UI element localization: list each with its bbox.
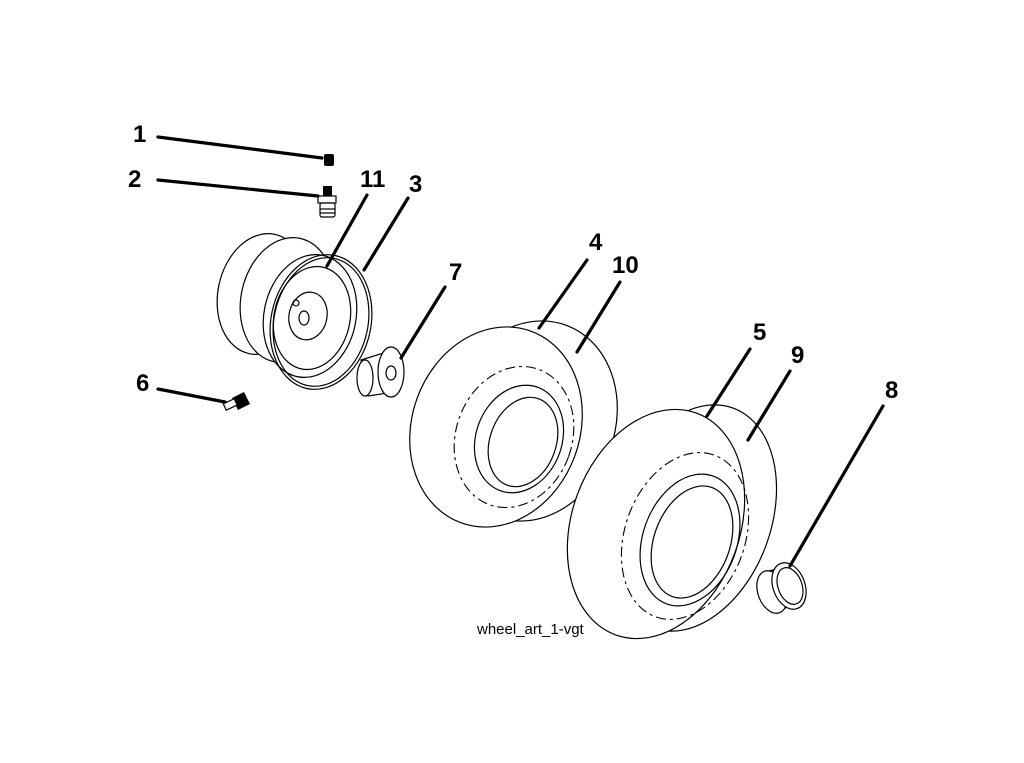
part-wheel-bolt: [222, 392, 250, 411]
callout-9: 9: [791, 342, 804, 369]
leader-2: [156, 178, 320, 198]
part-valve-stem: [317, 186, 337, 218]
callout-7: 7: [449, 259, 462, 286]
callout-10: 10: [612, 252, 639, 279]
callout-2: 2: [128, 166, 141, 193]
leader-9: [746, 369, 792, 442]
callout-11: 11: [360, 166, 385, 193]
part-bushing: [356, 346, 405, 398]
leader-lines: [156, 135, 885, 568]
leader-4: [537, 258, 589, 330]
part-tire-front: [409, 320, 618, 528]
leader-8: [788, 404, 885, 568]
part-wheel-cap: [756, 562, 807, 614]
part-o-ring: [269, 254, 373, 390]
leader-5: [705, 347, 752, 418]
leader-6: [156, 387, 227, 404]
callout-1: 1: [133, 121, 146, 148]
leader-7: [399, 285, 447, 360]
callout-numbers: 1 2 11 3 7 6 4 10 5 9 8: [128, 121, 898, 404]
callout-8: 8: [885, 377, 898, 404]
part-valve-cap: [324, 154, 334, 166]
callout-6: 6: [136, 370, 149, 397]
diagram-caption: wheel_art_1-vgt: [476, 621, 585, 638]
leader-3: [362, 196, 410, 272]
leader-10: [575, 280, 622, 354]
callout-3: 3: [409, 171, 422, 198]
part-tire-rear: [566, 404, 778, 640]
part-rim: [216, 233, 358, 378]
callout-5: 5: [753, 319, 766, 346]
callout-4: 4: [589, 229, 603, 256]
leader-1: [156, 135, 324, 160]
leader-11: [325, 193, 369, 268]
